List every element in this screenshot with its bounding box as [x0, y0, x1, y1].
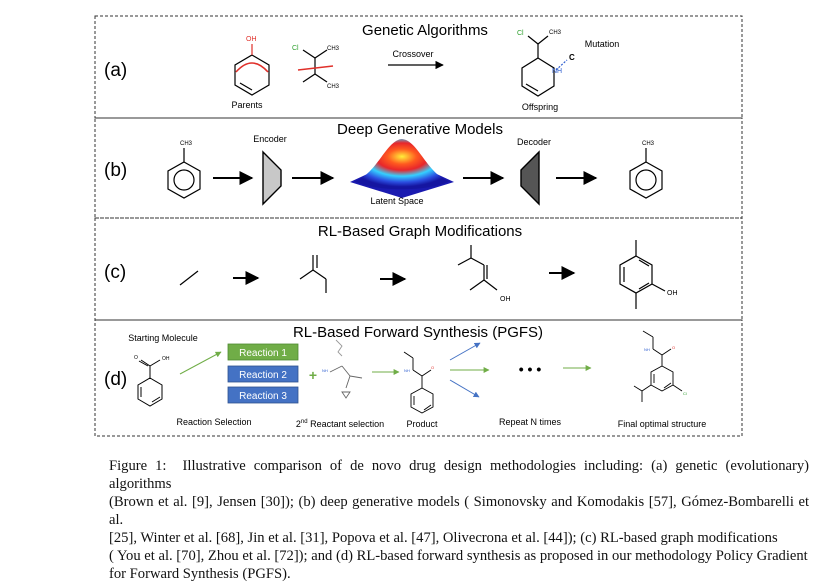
toluene-input: [167, 148, 201, 199]
caption-line-4: ( You et al. [70], Zhou et al. [72]); an…: [109, 548, 808, 564]
oh-label-c2: OH: [667, 290, 678, 297]
panel-b-title: Deep Generative Models: [337, 121, 503, 138]
crossover-label: Crossover: [392, 49, 433, 59]
plus-sign: +: [309, 367, 317, 383]
oh-label-d1: OH: [162, 356, 170, 362]
final-molecule: [633, 330, 683, 402]
nh-label-product: NH: [404, 368, 410, 373]
second-reactant-label: 2nd Reactant selection: [296, 419, 384, 429]
mutation-label: Mutation: [585, 39, 620, 49]
parent-molecule-2: [297, 49, 334, 83]
panel-d-frame: [94, 319, 743, 437]
caption-line-3: [25], Winter et al. [68], Jin et al. [31…: [109, 530, 778, 546]
oh-label-c1: OH: [500, 296, 511, 303]
c-label-offspring: C: [569, 53, 575, 62]
o-label-product: O: [431, 365, 434, 370]
panel-c-letter: (c): [104, 262, 126, 283]
toluene-output: [629, 148, 663, 199]
nh-label-final: NH: [644, 347, 650, 352]
reaction-1-label: Reaction 1: [239, 348, 287, 359]
oh-label-a: OH: [246, 36, 257, 43]
offspring-molecule: [521, 35, 568, 97]
caption-line-5: for Forward Synthesis (PGFS).: [109, 566, 291, 582]
ch3-label-b1: CH3: [180, 141, 193, 147]
blue-arrow-down: [449, 379, 480, 398]
ch3-label-offspring: CH3: [549, 30, 562, 36]
encoder-label: Encoder: [253, 134, 287, 144]
reaction-selection-label: Reaction Selection: [176, 417, 251, 427]
o-label-final: O: [672, 345, 675, 350]
panel-a-frame: [94, 15, 743, 119]
blue-arrow-up: [449, 342, 481, 361]
caption-line-1: Figure 1: Illustrative comparison of de …: [109, 458, 813, 492]
butene-fragment: [299, 255, 327, 293]
final-structure-label: Final optimal structure: [618, 419, 707, 429]
reaction-3-button: Reaction 3: [227, 386, 299, 404]
ethane-fragment: [179, 270, 199, 286]
figure-caption: Figure 1: Illustrative comparison of de …: [109, 457, 809, 583]
panel-c-title: RL-Based Graph Modifications: [318, 223, 522, 240]
panel-a-title: Genetic Algorithms: [362, 22, 488, 39]
decoder-label: Decoder: [517, 137, 551, 147]
panel-b-frame: [94, 117, 743, 219]
starting-molecule: [137, 359, 163, 407]
reaction-2-label: Reaction 2: [239, 370, 287, 381]
caption-line-2: (Brown et al. [9], Jensen [30]); (b) dee…: [109, 494, 813, 528]
parent-molecule-1: [234, 44, 270, 96]
panel-d-title: RL-Based Forward Synthesis (PGFS): [293, 324, 543, 341]
ch3-label-a1: CH3: [327, 46, 340, 52]
panel-b-letter: (b): [104, 160, 127, 181]
nh-label-offspring: NH: [552, 68, 562, 75]
latent-space-surface: [350, 139, 454, 198]
cl-label-final: Cl: [683, 391, 687, 396]
cl-label-a: Cl: [292, 45, 299, 52]
decoder-block: [520, 150, 540, 206]
offspring-label: Offspring: [522, 102, 558, 112]
encoder-block: [262, 150, 282, 206]
methods-figure: (a) Genetic Algorithms OH Cl CH3 CH3 Par…: [94, 15, 743, 437]
green-arrow-1: [179, 351, 222, 375]
nh-label-reactant: NH: [322, 368, 328, 373]
product-molecule: [403, 351, 434, 414]
ch3-label-b2: CH3: [642, 141, 655, 147]
repeat-dots: • • •: [519, 361, 542, 377]
reaction-1-button: Reaction 1: [227, 343, 299, 361]
latent-space-label: Latent Space: [370, 196, 423, 206]
panel-d-letter: (d): [104, 369, 127, 390]
reaction-2-button: Reaction 2: [227, 365, 299, 383]
repeat-label: Repeat N times: [499, 417, 562, 427]
panel-c-frame: [94, 217, 743, 321]
o-label-d1: O: [134, 355, 138, 361]
enol-fragment: [457, 245, 498, 291]
starting-molecule-label: Starting Molecule: [128, 333, 198, 343]
product-label: Product: [406, 419, 438, 429]
panel-a-letter: (a): [104, 60, 127, 81]
cresol-fragment: [619, 240, 666, 309]
second-reactant: [329, 339, 363, 399]
parents-label: Parents: [231, 100, 263, 110]
ch3-label-a2: CH3: [327, 84, 340, 90]
reaction-3-label: Reaction 3: [239, 391, 287, 402]
cl-label-offspring: Cl: [517, 30, 524, 37]
